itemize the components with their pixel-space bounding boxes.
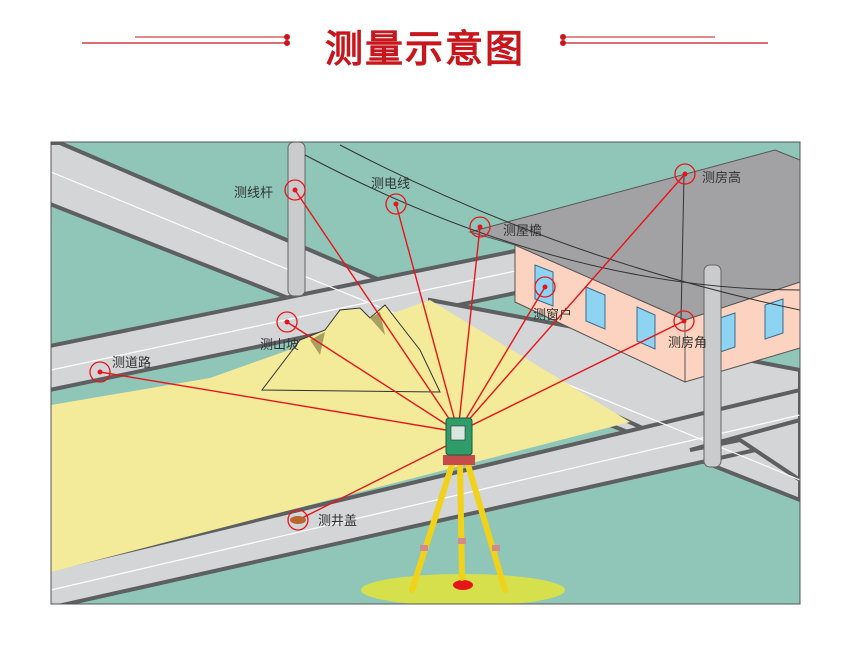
field — [51, 300, 630, 572]
title-ornament-right — [560, 34, 768, 46]
label-wire: 测电线 — [371, 177, 410, 192]
label-manhole: 测井盖 — [318, 514, 357, 529]
total-station — [409, 417, 508, 593]
label-pole: 测线杆 — [234, 186, 273, 201]
scene-border — [50, 141, 801, 605]
label-house-corner: 测房角 — [668, 335, 707, 351]
laser-lines — [99, 173, 686, 521]
road-bottom-right — [689, 417, 800, 483]
utility-pole-left — [287, 142, 306, 297]
label-window: 测窗户 — [533, 307, 572, 323]
title-ornament-left — [82, 34, 290, 46]
target-markers — [89, 163, 696, 531]
label-road: 测道路 — [112, 355, 151, 371]
power-wires — [304, 144, 800, 321]
hill — [261, 304, 441, 393]
road-lower — [51, 387, 800, 604]
manhole-icon — [290, 516, 306, 524]
label-house-height: 测房高 — [702, 170, 741, 186]
label-eave: 测屋檐 — [503, 224, 542, 239]
label-slope: 测山坡 — [260, 338, 299, 353]
utility-pole-right — [703, 264, 722, 468]
scene: 测线杆 测电线 测屋檐 测房高 测窗户 测房角 测山坡 测道路 测井盖 — [51, 142, 800, 604]
page-title: 测量示意图 — [324, 27, 525, 71]
